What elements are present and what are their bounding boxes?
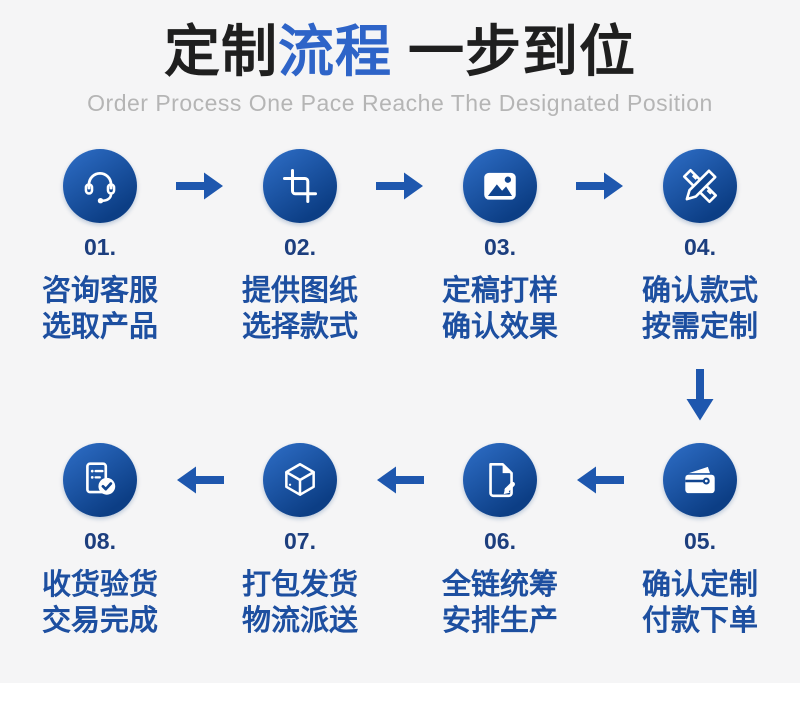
header: 定制流程一步到位 Order Process One Pace Reache T… [0,0,800,117]
document-edit-icon [489,462,515,498]
page-subtitle: Order Process One Pace Reache The Design… [87,90,713,116]
row-connector [0,345,800,443]
step-label: 打包发货 物流派送 [242,567,358,639]
title-part2-accent: 流程 [278,20,392,83]
step-label-line2: 选取产品 [41,311,158,343]
crop-icon [283,169,317,203]
step-label-line2: 付款下单 [641,605,758,637]
step-label-line2: 物流派送 [241,605,358,637]
step-number: 07. [284,528,316,554]
arrow-left-icon [176,465,224,495]
arrow-left-icon [576,465,624,495]
arrow-right-icon [376,171,424,201]
bottom-margin [0,683,800,708]
step-06-circle [463,443,537,517]
image-icon [484,172,516,200]
step-label-line2: 按需定制 [641,311,758,343]
step-05-circle [663,443,737,517]
checklist-icon [86,462,116,495]
wallet-icon [685,466,715,494]
package-icon [285,462,315,496]
arrow-left-icon [376,465,424,495]
step-label-line1: 确认款式 [641,275,758,307]
step-label: 确认款式 按需定制 [642,273,758,345]
step-01-circle [63,149,137,223]
step-label: 提供图纸 选择款式 [242,273,358,345]
title-part1: 定制 [164,20,278,83]
step-01: 01. 咨询客服 选取产品 [0,149,200,345]
flow-row-top: 01. 咨询客服 选取产品 02. 提供图纸 选择款式 [0,149,800,345]
pen-ruler-icon [682,168,718,204]
step-number: 06. [484,528,516,554]
arrow-right-icon [576,171,624,201]
step-08-circle [63,443,137,517]
title-part3: 一步到位 [408,20,636,83]
step-number: 05. [684,528,716,554]
step-label: 收货验货 交易完成 [42,567,158,639]
step-label-line2: 选择款式 [241,311,358,343]
step-label-line1: 确认定制 [641,569,758,601]
step-number: 02. [284,234,316,260]
step-04-circle [663,149,737,223]
step-number: 01. [84,234,116,260]
arrow-down-icon [685,369,715,421]
infographic-background: 定制流程一步到位 Order Process One Pace Reache T… [0,0,800,639]
step-06: 06. 全链统筹 安排生产 [400,443,600,639]
step-08: 08. 收货验货 交易完成 [0,443,200,639]
step-label-line1: 全链统筹 [441,569,558,601]
step-04: 04. 确认款式 按需定制 [600,149,800,345]
page-title: 定制流程一步到位 [0,20,800,84]
step-07: 07. 打包发货 物流派送 [200,443,400,639]
step-label-line2: 安排生产 [441,605,558,637]
step-label-line1: 打包发货 [241,569,358,601]
headset-icon [84,172,116,204]
step-label-line2: 交易完成 [41,605,158,637]
step-label: 咨询客服 选取产品 [42,273,158,345]
step-label-line2: 确认效果 [441,311,558,343]
step-03: 03. 定稿打样 确认效果 [400,149,600,345]
arrow-right-icon [176,171,224,201]
step-03-circle [463,149,537,223]
step-label: 全链统筹 安排生产 [442,567,558,639]
step-label: 确认定制 付款下单 [642,567,758,639]
step-label-line1: 提供图纸 [241,275,358,307]
step-05: 05. 确认定制 付款下单 [600,443,800,639]
step-number: 03. [484,234,516,260]
step-label: 定稿打样 确认效果 [442,273,558,345]
step-07-circle [263,443,337,517]
step-label-line1: 收货验货 [41,569,158,601]
flow-row-bottom: 08. 收货验货 交易完成 07. 打包发货 [0,443,800,639]
step-number: 08. [84,528,116,554]
step-02: 02. 提供图纸 选择款式 [200,149,400,345]
step-label-line1: 定稿打样 [441,275,558,307]
step-number: 04. [684,234,716,260]
step-label-line1: 咨询客服 [41,275,158,307]
step-02-circle [263,149,337,223]
